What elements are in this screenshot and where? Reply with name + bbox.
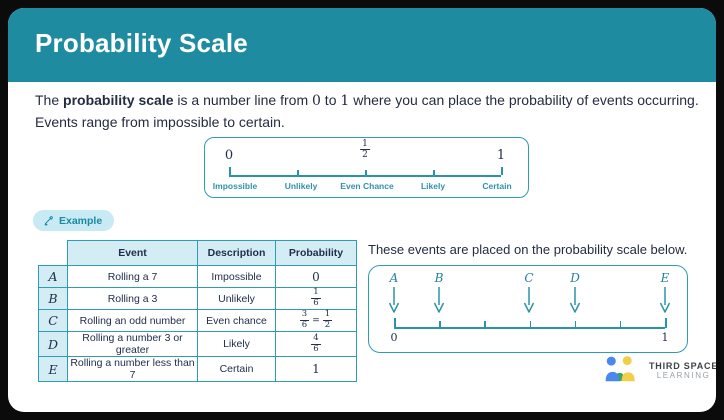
- scale-point-c: C: [523, 271, 535, 313]
- label-likely: Likely: [420, 181, 446, 191]
- intro-bold: probability scale: [63, 92, 174, 108]
- column-header-description: Description: [197, 240, 276, 266]
- column-header-event: Event: [67, 240, 198, 266]
- tick-quarter: [297, 170, 299, 175]
- example-badge-label: Example: [59, 214, 103, 227]
- scale-min-label: 0: [390, 331, 398, 344]
- label-certain: Certain: [482, 181, 512, 191]
- example-badge[interactable]: Example: [33, 210, 115, 231]
- scale-min-label: 0: [224, 148, 234, 163]
- row-letter: B: [38, 287, 68, 310]
- scale-half-fraction: 1 2: [360, 139, 370, 161]
- lesson-card: Probability Scale The probability scale …: [8, 8, 716, 412]
- probability-cell: 1: [275, 356, 357, 382]
- down-arrow-icon: [569, 287, 581, 313]
- table-row: A Rolling a 7 Impossible 0: [38, 265, 357, 288]
- tick-0: [394, 318, 396, 328]
- events-table: Event Description Probability A Rolling …: [38, 240, 357, 382]
- page-title: Probability Scale: [35, 28, 248, 58]
- description-cell: Impossible: [197, 265, 276, 288]
- tick-1-6: [439, 321, 441, 328]
- scale-point-d: D: [569, 271, 581, 313]
- tick-0: [229, 167, 231, 175]
- intro-paragraph: The probability scale is a number line f…: [35, 92, 699, 130]
- events-placement-diagram: A B C D E 0 1: [368, 265, 688, 353]
- corner-blank-cell: [39, 241, 68, 266]
- event-cell: Rolling a 3: [67, 287, 198, 310]
- column-header-probability: Probability: [275, 240, 357, 266]
- logo-line1: THIRD SPACE: [649, 360, 716, 371]
- table-header-row: Event Description Probability: [39, 240, 357, 266]
- event-cell: Rolling a number 3 or greater: [67, 331, 198, 357]
- scale-point-a: A: [388, 271, 400, 313]
- description-cell: Unlikely: [197, 287, 276, 310]
- event-cell: Rolling an odd number: [67, 309, 198, 332]
- row-letter: E: [38, 356, 68, 382]
- scale-point-b: B: [433, 271, 445, 313]
- row-letter: A: [38, 265, 68, 288]
- number-line: [229, 175, 501, 177]
- scale-max-label: 1: [496, 148, 506, 163]
- tick-5-6: [619, 321, 622, 328]
- probability-cell: 0: [275, 265, 357, 288]
- table-row: D Rolling a number 3 or greater Likely 4…: [38, 331, 357, 357]
- down-arrow-icon: [388, 287, 400, 313]
- tick-half: [365, 170, 367, 175]
- tick-4-6: [574, 321, 577, 328]
- description-cell: Certain: [197, 356, 276, 382]
- tick-three-quarter: [433, 170, 435, 175]
- label-impossible: Impossible: [212, 181, 258, 191]
- down-arrow-icon: [659, 287, 671, 313]
- intro-text: The: [35, 92, 64, 108]
- tick-3-6: [529, 321, 531, 328]
- tick-1: [665, 318, 667, 328]
- tick-2-6: [484, 321, 486, 328]
- down-arrow-icon: [433, 287, 445, 313]
- logo-line2: LEARNING: [656, 370, 711, 380]
- label-even-chance: Even Chance: [340, 181, 394, 191]
- table-row: E Rolling a number less than 7 Certain 1: [38, 356, 357, 382]
- tick-1: [501, 167, 503, 175]
- logo-people-icon: [605, 356, 635, 382]
- row-letter: D: [38, 331, 68, 357]
- number-one: 1: [340, 93, 350, 109]
- placement-caption: These events are placed on the probabili…: [368, 242, 688, 257]
- event-cell: Rolling a number less than 7: [67, 356, 198, 382]
- probability-scale-legend-diagram: 0 1 2 1 Impossible Unlikely Even Chance …: [204, 137, 529, 198]
- event-cell: Rolling a 7: [67, 265, 198, 288]
- description-cell: Even chance: [197, 309, 276, 332]
- label-unlikely: Unlikely: [284, 181, 318, 191]
- pencil-icon: [44, 216, 53, 226]
- scale-max-label: 1: [661, 331, 669, 344]
- third-space-learning-logo: THIRD SPACE LEARNING: [604, 355, 716, 385]
- header-band: Probability Scale: [8, 8, 716, 82]
- scale-point-e: E: [659, 271, 671, 313]
- down-arrow-icon: [523, 287, 535, 313]
- description-cell: Likely: [197, 331, 276, 357]
- number-zero: 0: [312, 93, 321, 109]
- row-letter: C: [38, 309, 68, 332]
